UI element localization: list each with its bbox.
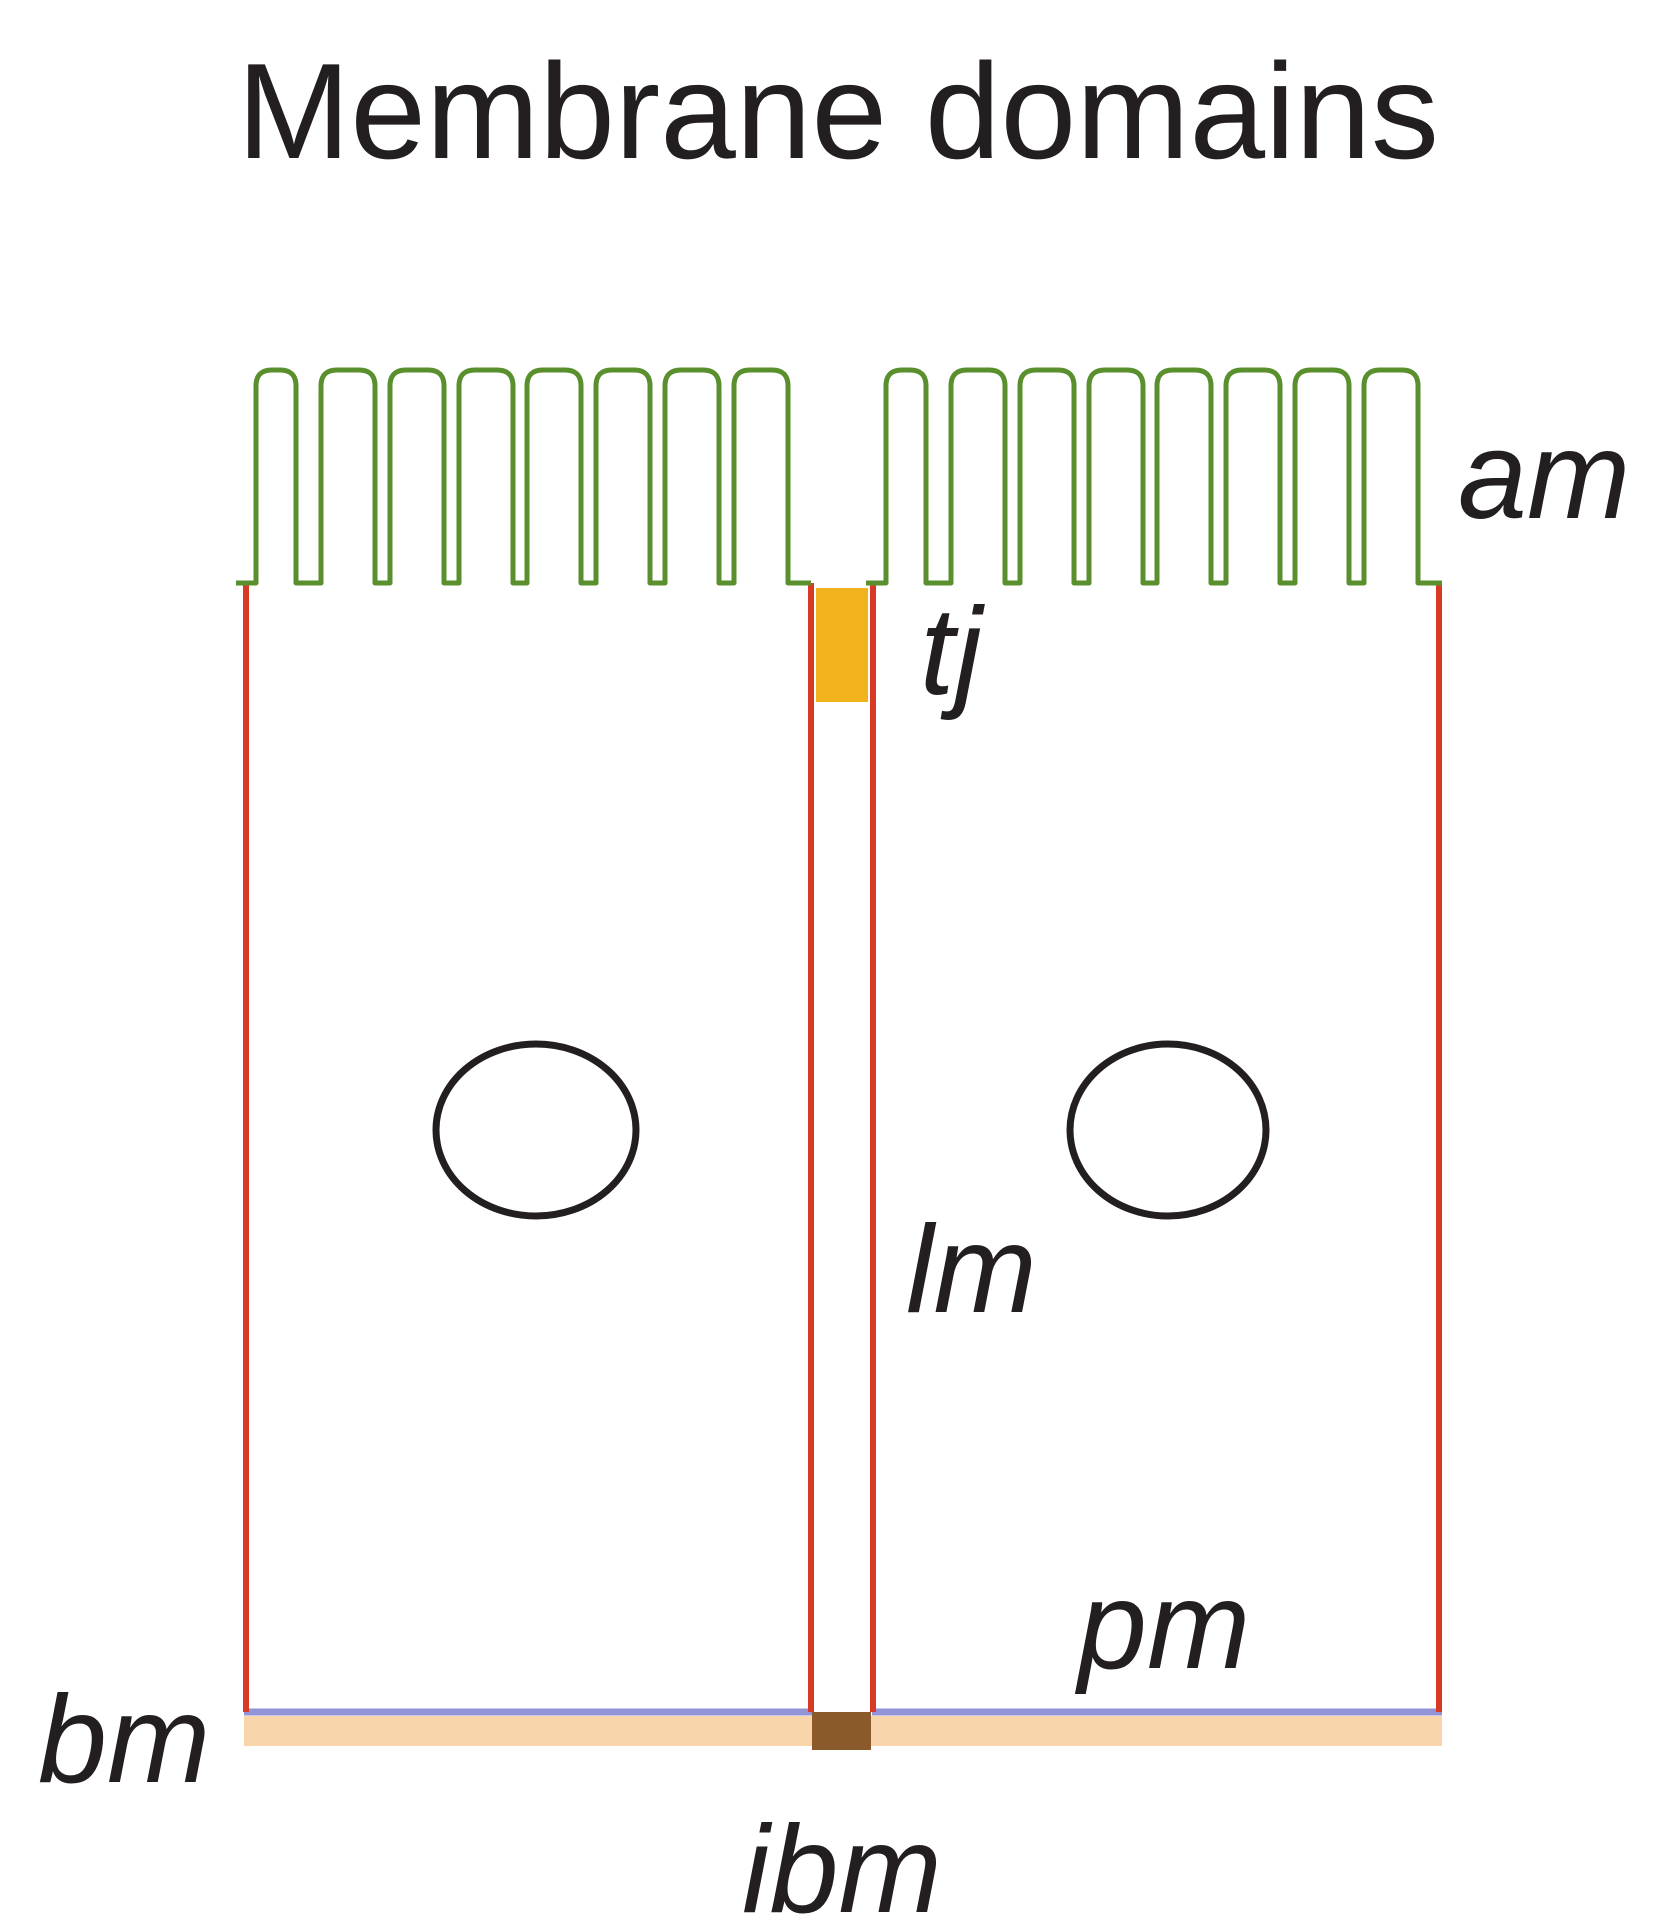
nucleus-left — [432, 1040, 640, 1220]
label-bm: bm — [38, 1671, 210, 1809]
label-pm: pm — [1074, 1557, 1250, 1695]
apical-membrane-left — [236, 367, 811, 586]
nucleus-right — [1066, 1040, 1270, 1220]
label-am: am — [1458, 407, 1630, 545]
label-tj: tj — [920, 583, 985, 721]
basement-membrane-left — [244, 1716, 814, 1746]
basement-membrane-right — [870, 1716, 1442, 1746]
label-lm: lm — [906, 1201, 1037, 1339]
diagram-title: Membrane domains — [237, 35, 1439, 187]
label-ibm: ibm — [742, 1801, 942, 1926]
apical-membrane-right — [866, 367, 1442, 586]
tight-junction-block — [816, 588, 868, 702]
intercellular-basement-block — [812, 1712, 871, 1750]
